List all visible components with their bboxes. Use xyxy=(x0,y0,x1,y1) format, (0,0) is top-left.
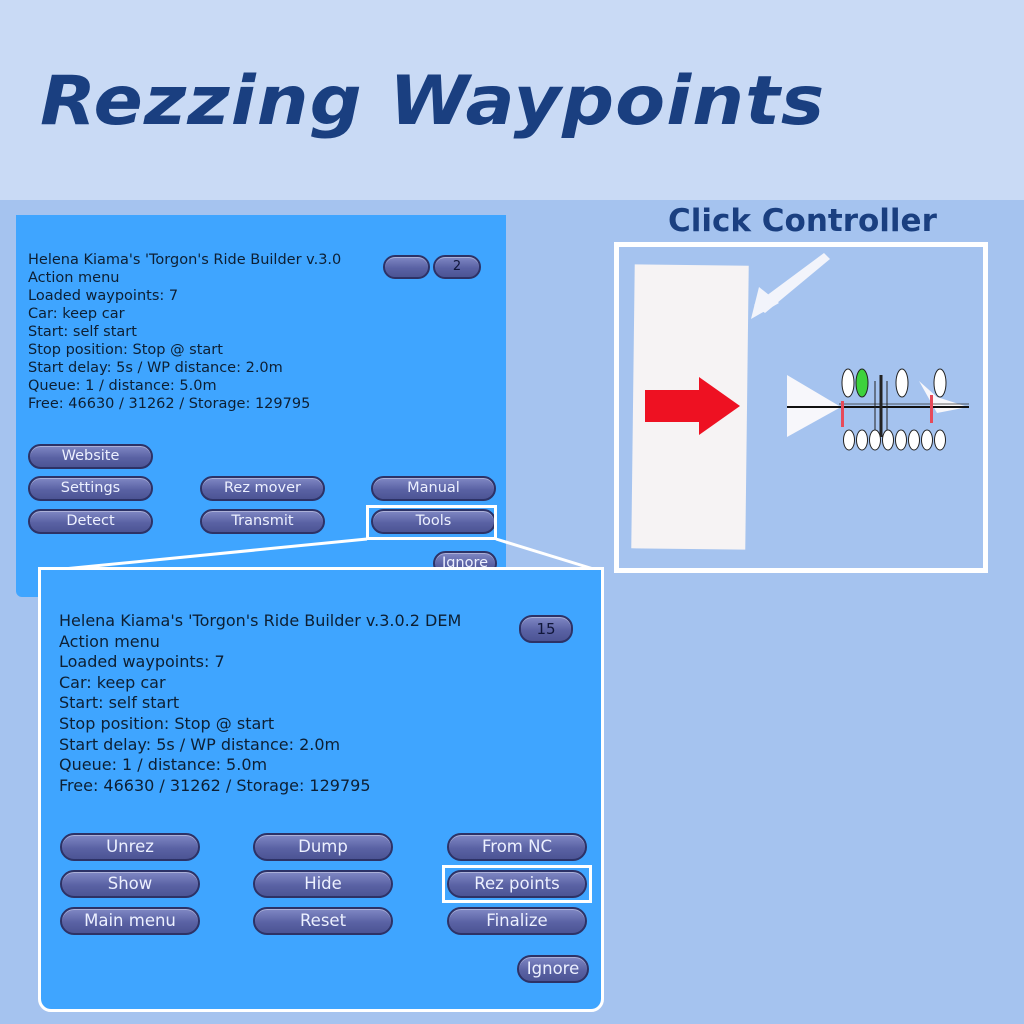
info-line: Free: 46630 / 31262 / Storage: 129795 xyxy=(59,775,371,795)
reset-button[interactable]: Reset xyxy=(253,907,393,935)
info-line: Action menu xyxy=(28,270,120,286)
info-line: Free: 46630 / 31262 / Storage: 129795 xyxy=(28,396,311,412)
info-line: Start delay: 5s / WP distance: 2.0m xyxy=(28,360,283,376)
page-title: Rezzing Waypoints xyxy=(40,62,826,141)
info-line: Start: self start xyxy=(59,693,180,713)
info-line: Action menu xyxy=(59,631,160,651)
rez-points-button[interactable]: Rez points xyxy=(447,870,587,898)
show-button[interactable]: Show xyxy=(60,870,200,898)
info-line: Queue: 1 / distance: 5.0m xyxy=(59,755,268,775)
info-line: Car: keep car xyxy=(59,672,166,692)
minimize-button[interactable] xyxy=(383,255,430,279)
controller-caption: Click Controller xyxy=(668,203,937,239)
rez-points-highlight xyxy=(442,865,592,903)
finalize-button[interactable]: Finalize xyxy=(447,907,587,935)
action-menu-dialog: Helena Kiama's 'Torgon's Ride Builder v.… xyxy=(16,215,506,597)
dialog-info-text: Helena Kiama's 'Torgon's Ride Builder v.… xyxy=(59,611,461,796)
info-line: Car: keep car xyxy=(28,306,125,322)
tools-menu-dialog: Helena Kiama's 'Torgon's Ride Builder v.… xyxy=(38,567,604,1012)
info-line: Loaded waypoints: 7 xyxy=(59,652,225,672)
info-line: Loaded waypoints: 7 xyxy=(28,288,179,304)
info-line: Stop position: Stop @ start xyxy=(59,713,275,733)
from-nc-button[interactable]: From NC xyxy=(447,833,587,861)
rez-mover-button[interactable]: Rez mover xyxy=(200,476,325,501)
tools-highlight xyxy=(366,505,497,540)
page-counter-button[interactable]: 2 xyxy=(433,255,481,279)
red-arrow-icon xyxy=(645,377,740,435)
unrez-button[interactable]: Unrez xyxy=(60,833,200,861)
info-line: Start delay: 5s / WP distance: 2.0m xyxy=(59,734,341,754)
info-line: Helena Kiama's 'Torgon's Ride Builder v.… xyxy=(28,252,342,268)
dump-button[interactable]: Dump xyxy=(253,833,393,861)
website-button[interactable]: Website xyxy=(28,444,153,469)
info-line: Helena Kiama's 'Torgon's Ride Builder v.… xyxy=(59,611,462,630)
dialog-info-text: Helena Kiama's 'Torgon's Ride Builder v.… xyxy=(28,251,341,413)
info-line: Queue: 1 / distance: 5.0m xyxy=(28,378,217,394)
main-menu-button[interactable]: Main menu xyxy=(60,907,200,935)
hide-button[interactable]: Hide xyxy=(253,870,393,898)
controller-scene xyxy=(645,253,969,451)
transmit-button[interactable]: Transmit xyxy=(200,509,325,534)
pointer-arrow-icon xyxy=(751,253,830,319)
tools-button[interactable]: Tools xyxy=(371,509,496,534)
page-counter-button[interactable]: 15 xyxy=(519,615,573,643)
manual-button[interactable]: Manual xyxy=(371,476,496,501)
info-line: Start: self start xyxy=(28,324,137,340)
waypoint-track-icon xyxy=(787,368,969,451)
header-banner: Rezzing Waypoints xyxy=(0,0,1024,200)
detect-button[interactable]: Detect xyxy=(28,509,153,534)
info-line: Stop position: Stop @ start xyxy=(28,342,223,358)
controller-screenshot xyxy=(614,242,988,573)
ignore-button[interactable]: Ignore xyxy=(517,955,589,983)
settings-button[interactable]: Settings xyxy=(28,476,153,501)
